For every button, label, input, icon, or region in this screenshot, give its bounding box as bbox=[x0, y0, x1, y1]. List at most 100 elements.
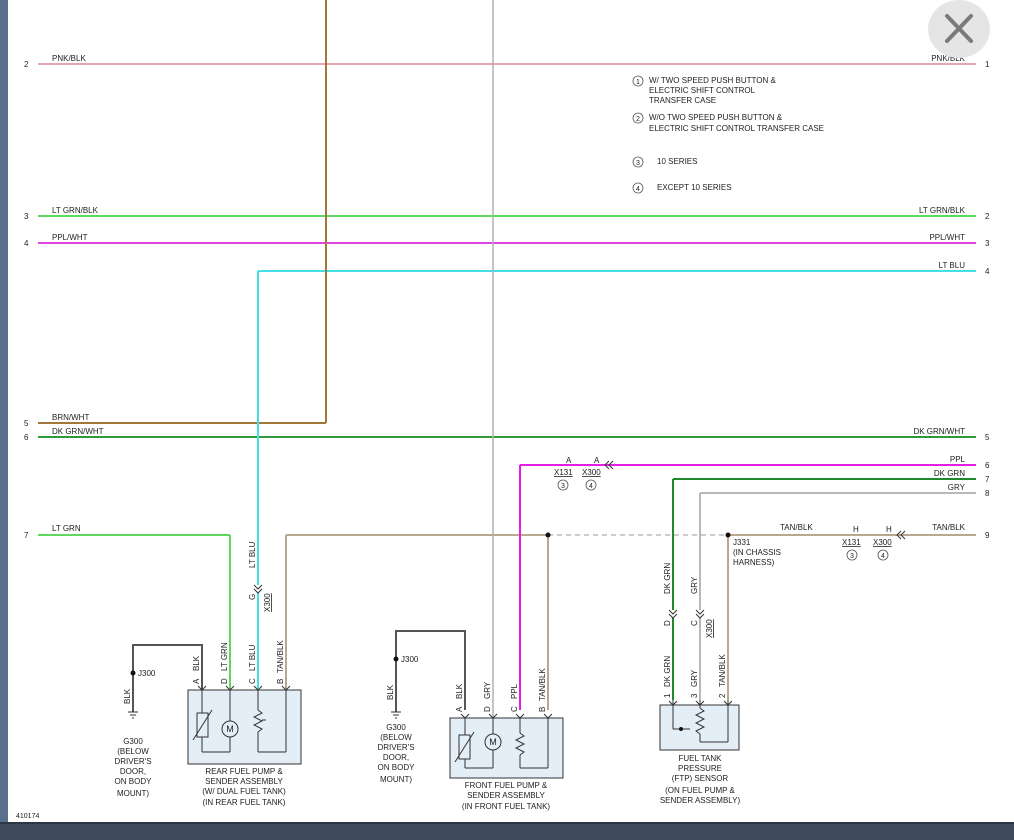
g300-front-line-2: (BELOW bbox=[380, 733, 412, 742]
wire-blk-rear bbox=[132, 644, 203, 712]
ftp-wiper-dot bbox=[679, 727, 683, 731]
note-2-line-2: ELECTRIC SHIFT CONTROL TRANSFER CASE bbox=[649, 124, 824, 133]
note-1-line-3: TRANSFER CASE bbox=[649, 96, 716, 105]
g300-front-line-6: MOUNT) bbox=[380, 775, 412, 784]
note-circles bbox=[557, 75, 889, 561]
drawing-id: 410174 bbox=[16, 813, 39, 820]
ground-symbols bbox=[128, 711, 401, 719]
component-boxes bbox=[187, 689, 740, 779]
front-pin-d: D bbox=[483, 706, 492, 712]
terminal-symbols bbox=[197, 685, 733, 719]
j300-front-label: J300 bbox=[401, 655, 419, 664]
label-dk-grn-vertical: DK GRN bbox=[663, 563, 672, 594]
x131-ppl-pin: A bbox=[566, 456, 572, 465]
note-2-line-1: W/O TWO SPEED PUSH BUTTON & bbox=[649, 113, 783, 122]
x131-ppl-label: X131 bbox=[554, 468, 573, 477]
rear-pin-b: B bbox=[276, 679, 285, 684]
front-fuel-pump-box bbox=[449, 717, 564, 779]
g300-rear-line-5: ON BODY bbox=[115, 777, 153, 786]
left-pin-5: 5 bbox=[24, 419, 29, 428]
note-2-num: 2 bbox=[636, 116, 640, 123]
g300-front-line-3: DRIVER'S bbox=[377, 743, 414, 752]
front-pin-c: C bbox=[510, 706, 519, 712]
g300-rear-line-6: MOUNT) bbox=[117, 789, 149, 798]
x300-ppl-connector bbox=[604, 460, 614, 470]
right-pin-7: 7 bbox=[985, 475, 990, 484]
j331-line-1: J331 bbox=[733, 538, 751, 547]
label-pnk-blk-right: PNK/BLK bbox=[931, 54, 965, 63]
left-pin-2: 2 bbox=[24, 60, 29, 69]
label-lt-blu-right: LT BLU bbox=[939, 261, 966, 270]
pin-c-gry: C bbox=[690, 620, 699, 626]
rear-sender-resistor-icon bbox=[252, 709, 264, 733]
rear-wire-lt-blu: LT BLU bbox=[248, 644, 257, 671]
ftp-name-3: (FTP) SENSOR bbox=[672, 774, 729, 783]
pin-g-lt-blu: G bbox=[248, 594, 257, 600]
g300-rear-line-2: (BELOW bbox=[117, 747, 149, 756]
left-pin-3: 3 bbox=[24, 212, 29, 221]
close-button[interactable] bbox=[928, 0, 990, 58]
rear-pump-name-4: (IN REAR FUEL TANK) bbox=[203, 798, 286, 807]
pin-d-dk-grn: D bbox=[663, 620, 672, 626]
right-pin-3: 3 bbox=[985, 239, 990, 248]
x131-tan-label: X131 bbox=[842, 538, 861, 547]
right-pin-8: 8 bbox=[985, 489, 990, 498]
x300-dk-grn-connector bbox=[668, 609, 678, 619]
label-gry-right: GRY bbox=[948, 483, 966, 492]
splice-j300-front bbox=[393, 656, 399, 662]
note-4-line-1: EXCEPT 10 SERIES bbox=[657, 183, 732, 192]
rear-pump-name-3: (W/ DUAL FUEL TANK) bbox=[202, 787, 286, 796]
rear-wire-tan-blk: TAN/BLK bbox=[276, 640, 285, 673]
x131-ppl-note: 3 bbox=[561, 483, 565, 490]
right-pin-1: 1 bbox=[985, 60, 990, 69]
x300-tan-blk-connector bbox=[896, 530, 906, 540]
g300-rear-line-4: DOOR, bbox=[120, 767, 146, 776]
ftp-wire-tan-blk: TAN/BLK bbox=[718, 654, 727, 687]
right-pin-6: 6 bbox=[985, 461, 990, 470]
front-motor-m: M bbox=[489, 737, 497, 747]
note-4-num: 4 bbox=[636, 186, 640, 193]
front-wire-blk: BLK bbox=[455, 683, 464, 699]
ftp-pin-3: 3 bbox=[690, 693, 699, 698]
g300-front-line-4: DOOR, bbox=[383, 753, 409, 762]
front-ground-blk: BLK bbox=[386, 684, 395, 700]
front-sender-resistor-icon bbox=[514, 732, 526, 756]
splice-j331 bbox=[725, 532, 731, 538]
note-1-line-1: W/ TWO SPEED PUSH BUTTON & bbox=[649, 76, 776, 85]
label-lt-blu-vertical: LT BLU bbox=[248, 541, 257, 568]
g300-rear-line-3: DRIVER'S bbox=[114, 757, 151, 766]
label-dk-grn-right: DK GRN bbox=[934, 469, 965, 478]
splice-tan-blk bbox=[545, 532, 551, 538]
front-wire-tan-blk: TAN/BLK bbox=[538, 668, 547, 701]
label-dk-grn-wht-left: DK GRN/WHT bbox=[52, 427, 104, 436]
label-brn-wht: BRN/WHT bbox=[52, 413, 89, 422]
note-1-num: 1 bbox=[636, 79, 640, 86]
note-1-line-2: ELECTRIC SHIFT CONTROL bbox=[649, 86, 756, 95]
ftp-name-4: (ON FUEL PUMP & bbox=[665, 786, 735, 795]
rear-pin-c: C bbox=[248, 678, 257, 684]
inline-connector-symbols bbox=[253, 460, 906, 619]
front-pump-name-1: FRONT FUEL PUMP & bbox=[465, 781, 548, 790]
label-pnk-blk-left: PNK/BLK bbox=[52, 54, 86, 63]
rear-fuel-pump-box bbox=[187, 689, 302, 765]
ftp-wire-gry: GRY bbox=[690, 669, 699, 687]
right-pin-4: 4 bbox=[985, 267, 990, 276]
wire-blk-front bbox=[395, 630, 466, 712]
ftp-name-2: PRESSURE bbox=[678, 764, 722, 773]
rear-motor-m: M bbox=[226, 724, 234, 734]
bottom-window-border bbox=[0, 822, 1014, 840]
rear-pump-internals bbox=[192, 690, 287, 753]
label-dk-grn-wht-right: DK GRN/WHT bbox=[913, 427, 965, 436]
front-pump-name-3: (IN FRONT FUEL TANK) bbox=[462, 802, 550, 811]
x300-gry-label: X300 bbox=[705, 619, 714, 638]
label-lt-grn-blk-left: LT GRN/BLK bbox=[52, 206, 99, 215]
note-3-line-1: 10 SERIES bbox=[657, 157, 697, 166]
front-wire-gry: GRY bbox=[483, 681, 492, 699]
rear-pump-name-1: REAR FUEL PUMP & bbox=[205, 767, 283, 776]
x-close-icon bbox=[945, 14, 973, 43]
label-gry-vertical: GRY bbox=[690, 576, 699, 594]
g300-front-line-5: ON BODY bbox=[378, 763, 416, 772]
x300-tan-label: X300 bbox=[873, 538, 892, 547]
ftp-name-1: FUEL TANK bbox=[679, 754, 723, 763]
